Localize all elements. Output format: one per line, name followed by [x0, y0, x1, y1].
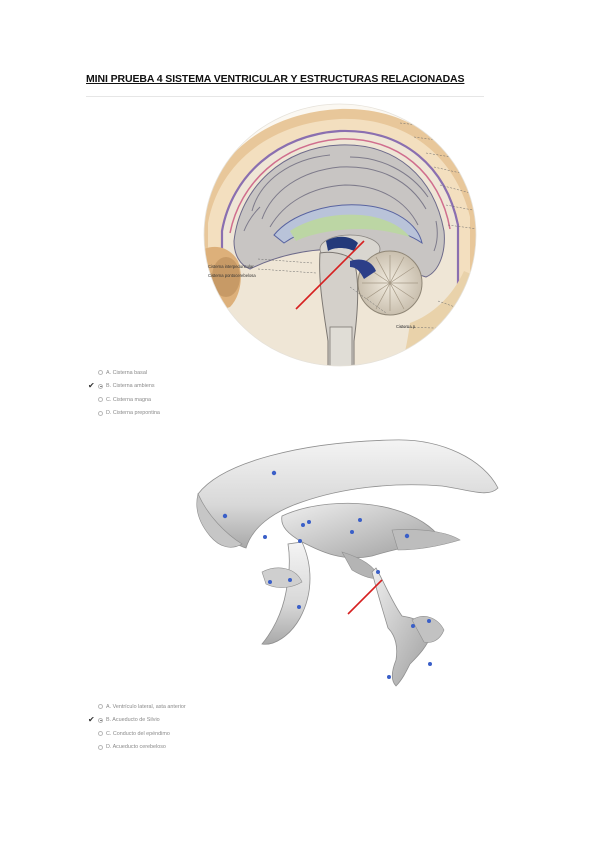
radio-icon[interactable] [98, 731, 103, 737]
option-label: B. Acueducto de Silvio [106, 717, 160, 724]
radio-icon[interactable] [98, 717, 103, 723]
question2-option-a[interactable]: A. Ventrículo lateral, asta anterior [88, 700, 186, 714]
check-icon: ✔ [88, 381, 95, 391]
question1-option-d[interactable]: D. Cisterna prepontina [88, 407, 160, 421]
option-label: A. Ventrículo lateral, asta anterior [106, 703, 186, 710]
option-label: B. Cisterna ambiens [106, 383, 155, 390]
question2-options: A. Ventrículo lateral, asta anterior ✔ B… [88, 700, 186, 754]
option-label: D. Cisterna prepontina [106, 410, 160, 417]
question2-option-c[interactable]: C. Conducto del epéndimo [88, 727, 186, 741]
question1-option-c[interactable]: C. Cisterna magna [88, 393, 160, 407]
radio-icon[interactable] [98, 370, 103, 376]
radio-icon[interactable] [98, 744, 103, 750]
page-title: MINI PRUEBA 4 SISTEMA VENTRICULAR Y ESTR… [86, 73, 465, 85]
question2-option-b[interactable]: ✔ B. Acueducto de Silvio [88, 714, 186, 728]
question2-option-d[interactable]: D. Acueducto cerebeloso [88, 741, 186, 755]
figure1-label-3: Cisterna p [396, 324, 416, 329]
question1-option-b[interactable]: ✔ B. Cisterna ambiens [88, 380, 160, 394]
figure1-label-2: Cisterna pontocerebelosa [208, 273, 256, 278]
radio-icon[interactable] [98, 383, 103, 389]
brain-sagittal-image: Cisterna interpeduncular Cisterna pontoc… [203, 103, 477, 367]
radio-icon[interactable] [98, 704, 103, 710]
option-label: A. Cisterna basal [106, 369, 148, 376]
radio-icon[interactable] [98, 397, 103, 403]
check-icon: ✔ [88, 715, 95, 725]
figure1-label-1: Cisterna interpeduncular [208, 264, 254, 269]
ventricular-system-image [196, 439, 499, 687]
radio-icon[interactable] [98, 410, 103, 416]
question1-options: A. Cisterna basal ✔ B. Cisterna ambiens … [88, 366, 160, 420]
option-label: C. Conducto del epéndimo [106, 730, 170, 737]
divider [86, 96, 484, 97]
option-label: D. Acueducto cerebeloso [106, 744, 166, 751]
question1-option-a[interactable]: A. Cisterna basal [88, 366, 160, 380]
option-label: C. Cisterna magna [106, 396, 151, 403]
